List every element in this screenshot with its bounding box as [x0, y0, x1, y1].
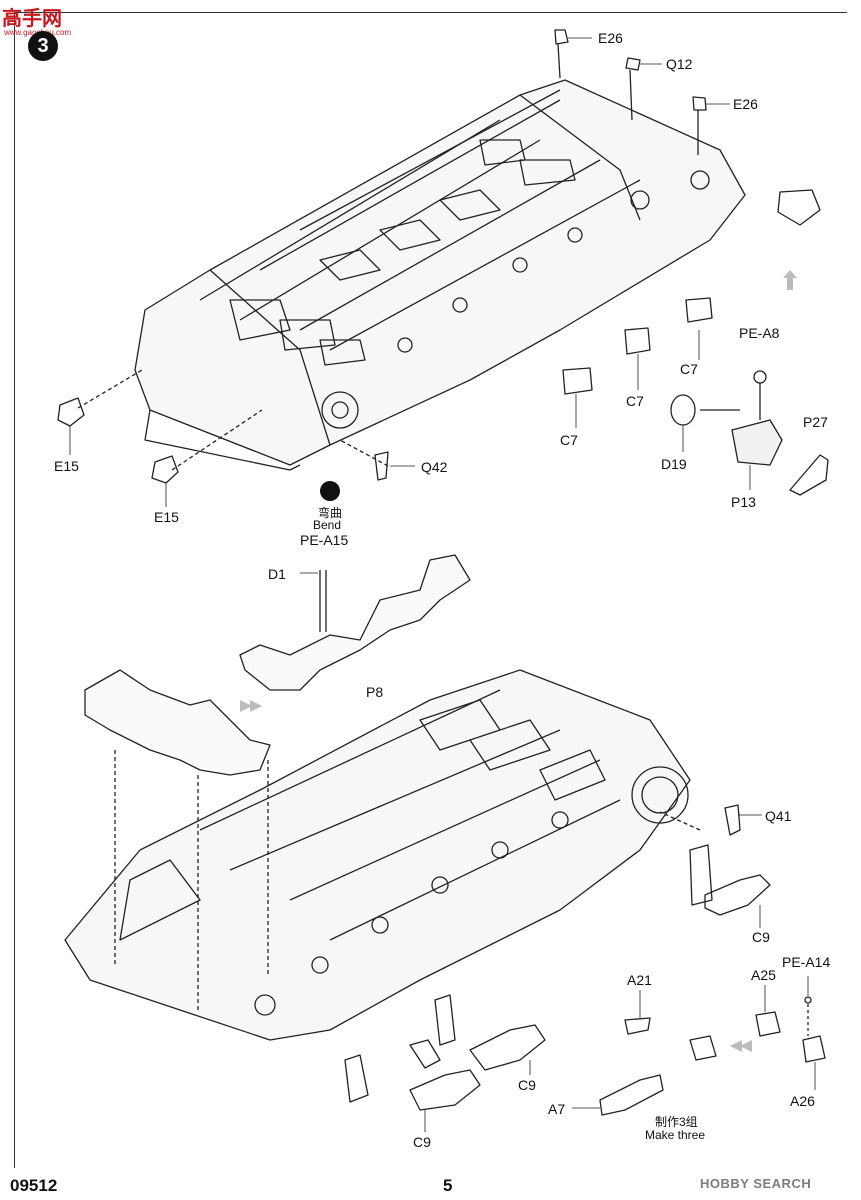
- watermark-hobby-search: HOBBY SEARCH: [700, 1176, 812, 1191]
- make-three-note-en: Make three: [645, 1128, 706, 1142]
- bend-note-cn: 弯曲: [318, 506, 343, 520]
- part-label-e26-top: E26: [598, 30, 623, 46]
- part-label-q12: Q12: [666, 56, 693, 72]
- part-label-a21: A21: [627, 972, 652, 988]
- part-label-pe-a15: PE-A15: [300, 532, 349, 548]
- kit-number: 09512: [10, 1176, 58, 1195]
- part-label-c9-mid: C9: [518, 1077, 536, 1093]
- part-label-p27: P27: [803, 414, 828, 430]
- part-label-a26: A26: [790, 1093, 815, 1109]
- part-label-a25: A25: [751, 967, 776, 983]
- bend-icon: [320, 481, 340, 501]
- part-label-d19: D19: [661, 456, 687, 472]
- part-label-e15-lower: E15: [154, 509, 179, 525]
- direction-arrow-icon: [783, 270, 797, 290]
- part-label-c7-left: C7: [560, 432, 578, 448]
- part-label-pe-a14: PE-A14: [782, 954, 831, 970]
- part-label-c9-bottom: C9: [413, 1134, 431, 1150]
- part-label-q41: Q41: [765, 808, 792, 824]
- part-label-a7: A7: [548, 1101, 566, 1117]
- part-label-d1: D1: [268, 566, 286, 582]
- part-label-p13: P13: [731, 494, 756, 510]
- page-number: 5: [443, 1176, 453, 1195]
- part-label-e26-right: E26: [733, 96, 758, 112]
- part-label-p8: P8: [366, 684, 384, 700]
- watermark-logo: 高手网: [2, 8, 62, 30]
- upper-hull: [134, 79, 746, 471]
- part-label-pe-a8: PE-A8: [739, 325, 780, 341]
- part-label-e15-upper: E15: [54, 458, 79, 474]
- lower-hull: [64, 669, 691, 1041]
- part-label-q42: Q42: [421, 459, 448, 475]
- step-number-badge: 3: [28, 31, 58, 61]
- part-label-c7-mid: C7: [626, 393, 644, 409]
- bend-note-en: Bend: [313, 518, 342, 532]
- part-label-c9-right: C9: [752, 929, 770, 945]
- part-label-c7-right: C7: [680, 361, 698, 377]
- page-frame: [14, 12, 847, 1168]
- make-three-note-cn: 制作3组: [655, 1115, 698, 1129]
